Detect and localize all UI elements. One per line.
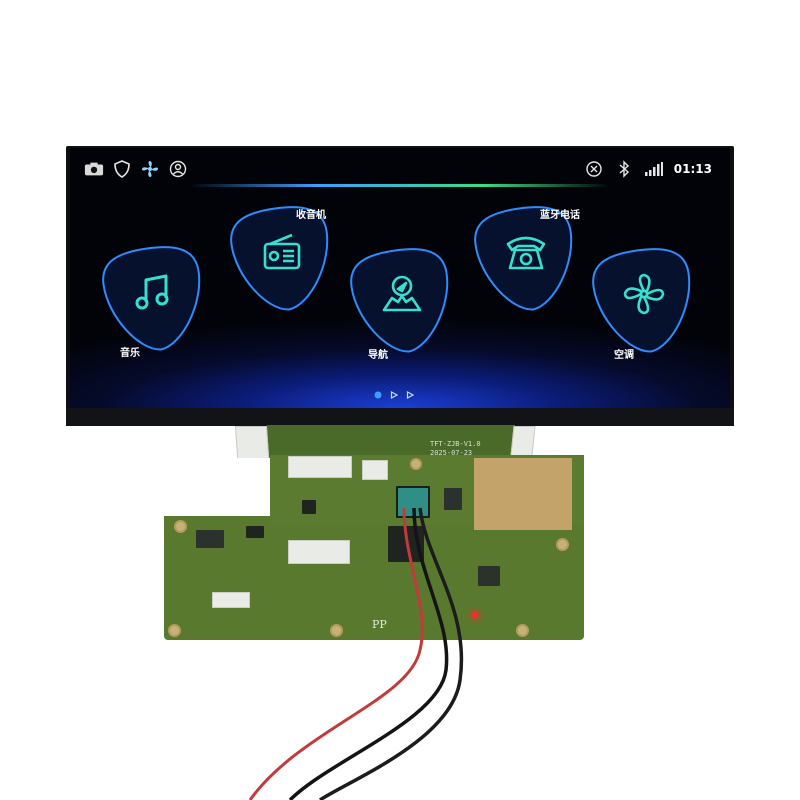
app-tile-navigation[interactable] [350, 246, 454, 356]
board-mark: PP [372, 618, 387, 631]
mute-icon[interactable] [584, 159, 604, 179]
page-arrow-icon[interactable] [406, 384, 415, 400]
app-label: 音乐 [120, 348, 140, 359]
pcb-flex-area [267, 425, 515, 460]
fan-icon[interactable] [140, 159, 160, 179]
status-bar-right: 01:13 [584, 158, 712, 180]
page-indicator [374, 384, 415, 400]
connector [212, 592, 250, 608]
shield-icon[interactable] [112, 159, 132, 179]
radio-icon [260, 230, 304, 274]
chip [478, 566, 500, 586]
shield-pad [474, 458, 572, 530]
mount-hole [516, 624, 529, 637]
navigation-icon [380, 272, 424, 316]
display-bezel-bottom [66, 408, 734, 426]
accent-line [190, 184, 610, 187]
app-tile-music[interactable] [102, 244, 206, 354]
connector [362, 460, 388, 480]
connector [288, 456, 352, 478]
app-tile-climate[interactable] [592, 246, 696, 356]
screen: 01:13 音乐 收音机 导航 蓝牙电话 空调 [70, 148, 730, 408]
page-dot-active[interactable] [374, 384, 382, 399]
mount-hole [168, 624, 181, 637]
signal-icon [644, 159, 664, 179]
mount-hole [330, 624, 343, 637]
app-label: 蓝牙电话 [540, 210, 580, 221]
clock: 01:13 [673, 162, 712, 176]
chip [196, 530, 224, 548]
page-arrow-icon[interactable] [390, 384, 399, 400]
fan-icon [622, 272, 666, 316]
board-date: 2025-07-23 [430, 449, 473, 457]
app-label: 导航 [368, 350, 388, 361]
power-led [472, 612, 478, 618]
phone-icon [504, 230, 548, 274]
board-silkscreen: TFT-ZJB-V1.0 2025-07-23 [430, 440, 481, 458]
mount-hole [174, 520, 187, 533]
music-note-icon [132, 270, 176, 314]
chip [246, 526, 264, 538]
bluetooth-icon[interactable] [614, 159, 634, 179]
chip [302, 500, 316, 514]
app-tile-radio[interactable] [230, 204, 334, 314]
board-id: TFT-ZJB-V1.0 [430, 440, 481, 448]
app-label: 空调 [614, 350, 634, 361]
user-icon[interactable] [168, 159, 188, 179]
connector [288, 540, 350, 564]
status-bar-left [84, 158, 188, 180]
mount-hole [410, 458, 422, 470]
app-label: 收音机 [296, 210, 326, 221]
chip [444, 488, 462, 510]
mount-hole [556, 538, 569, 551]
app-tile-phone[interactable] [474, 204, 578, 314]
camera-icon[interactable] [84, 159, 104, 179]
